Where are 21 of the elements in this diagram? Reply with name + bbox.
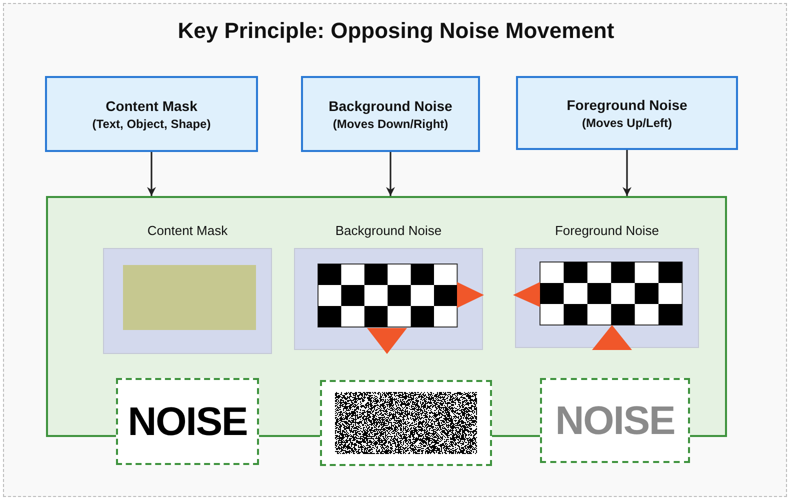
process-box <box>45 76 258 152</box>
box-subtitle: (Moves Down/Right) <box>332 116 448 130</box>
noise-text: NOISE <box>128 402 248 442</box>
arrow <box>622 150 632 196</box>
box-subtitle: (Moves Up/Left) <box>582 116 672 130</box>
panel-heading: Background Noise <box>334 223 443 238</box>
arrow <box>386 152 395 196</box>
dashed-frame <box>540 378 690 463</box>
dashed-frame <box>116 378 259 465</box>
box-title: Foreground Noise <box>566 96 688 112</box>
process-box <box>516 76 738 150</box>
box-subtitle: (Text, Object, Shape) <box>92 116 211 130</box>
process-box <box>301 76 480 152</box>
box-title: Content Mask <box>106 98 198 114</box>
arrow <box>147 152 156 196</box>
dashed-frame <box>320 380 492 466</box>
box-title: Background Noise <box>328 98 452 114</box>
panel-heading: Foreground Noise <box>554 223 660 238</box>
noise-text: NOISE <box>555 400 675 440</box>
panel-heading: Content Mask <box>146 223 229 238</box>
diagram-title: Key Principle: Opposing Noise Movement <box>176 18 616 44</box>
